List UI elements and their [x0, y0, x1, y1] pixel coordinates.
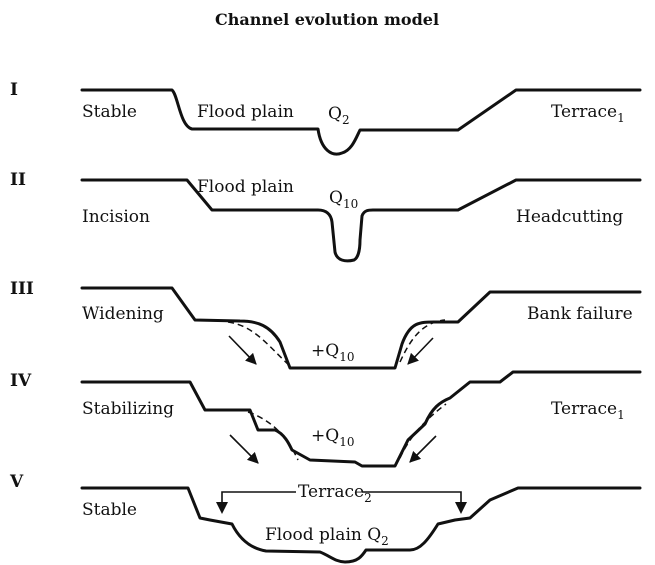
- stage-1-numeral: I: [10, 80, 18, 100]
- stage-4-failure-plane-right: [399, 403, 447, 459]
- stage-1-flow-label: Q2: [328, 104, 350, 127]
- stage-1-left-label: Stable: [82, 102, 137, 122]
- stage-1-profile: [80, 88, 642, 156]
- stage-1: I Stable Flood plain Q2 Terrace1: [10, 80, 642, 156]
- stage-4-right-label: Terrace1: [551, 399, 625, 422]
- stage-5-terrace-bracket-right: [362, 491, 462, 506]
- stage-3-failure-plane-right: [399, 319, 446, 363]
- stage-3-numeral: III: [10, 279, 34, 299]
- stage-2-flow-label: Q10: [329, 188, 358, 211]
- stage-4-arrow-left: [229, 434, 259, 464]
- stage-5-terrace-label: Terrace2: [298, 482, 372, 505]
- stage-2-right-label: Headcutting: [516, 207, 623, 227]
- stage-3-right-label: Bank failure: [527, 304, 633, 324]
- stage-4-left-label: Stabilizing: [82, 399, 174, 419]
- diagram-title: Channel evolution model: [215, 10, 439, 29]
- stage-3: III Widening +Q10 Bank failure: [10, 279, 642, 370]
- stage-4: IV Stabilizing +Q10 Terrace1: [10, 370, 642, 468]
- stage-2-numeral: II: [10, 170, 26, 190]
- stage-3-failure-plane-left: [227, 321, 293, 369]
- stage-2-profile: [80, 178, 642, 263]
- stage-5-middle-label: Flood plain Q2: [265, 525, 389, 548]
- stage-4-numeral: IV: [10, 371, 32, 391]
- stage-4-profile: [80, 370, 642, 468]
- stage-3-arrow-left: [228, 335, 257, 365]
- stage-3-arrow-right: [407, 337, 434, 365]
- stage-5-profile: [80, 486, 642, 564]
- stage-1-right-label: Terrace1: [551, 102, 625, 125]
- stage-4-arrow-right: [409, 435, 437, 463]
- stage-4-failure-plane-left: [247, 411, 299, 461]
- stage-5-left-label: Stable: [82, 500, 137, 520]
- stage-4-flow-label: +Q10: [311, 426, 354, 449]
- stage-2-left-label: Incision: [82, 207, 150, 227]
- stage-5-numeral: V: [9, 472, 24, 492]
- stage-1-middle-label: Flood plain: [197, 102, 294, 122]
- stage-2-middle-label: Flood plain: [197, 177, 294, 197]
- stage-5-terrace-arrow-left: [216, 502, 228, 514]
- stage-5-terrace-arrow-right: [455, 502, 467, 514]
- stage-3-flow-label: +Q10: [311, 341, 354, 364]
- stage-3-left-label: Widening: [82, 304, 164, 324]
- stage-5: V Terrace2 Stable Flood plain Q2: [9, 472, 642, 564]
- stage-2: II Incision Flood plain Q10 Headcutting: [10, 170, 642, 263]
- stage-3-profile: [80, 286, 642, 370]
- stage-5-terrace-bracket-left: [221, 491, 296, 506]
